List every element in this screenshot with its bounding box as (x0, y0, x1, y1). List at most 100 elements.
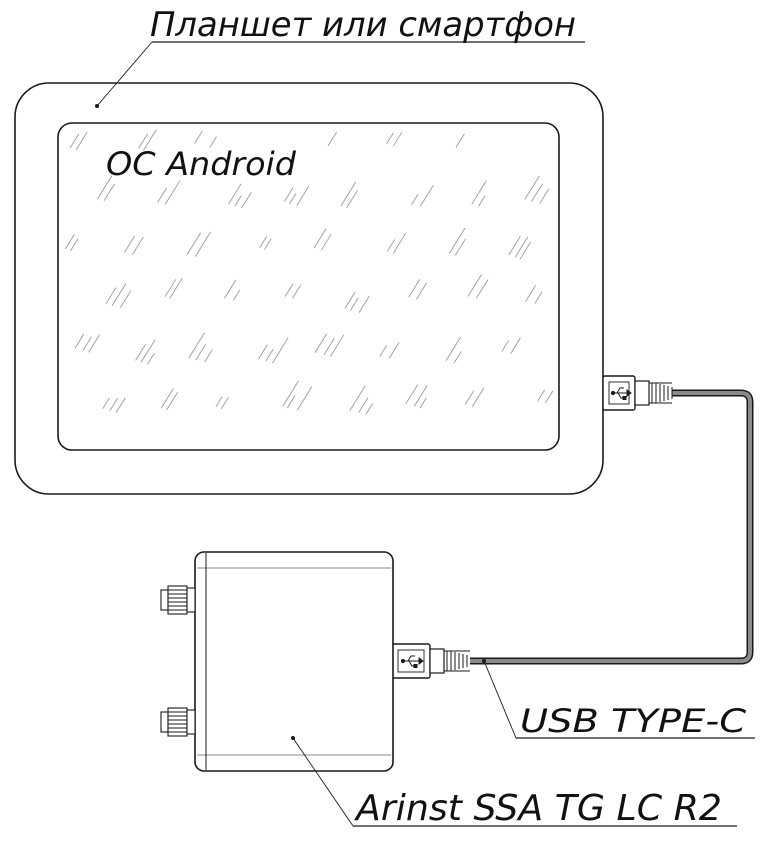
glare-stroke (241, 192, 252, 209)
glare-stroke (471, 180, 487, 205)
glare-stroke (135, 344, 146, 361)
glare-stroke (340, 181, 357, 207)
glare-stroke (164, 279, 177, 297)
glare-stroke (70, 238, 79, 252)
glare-stroke (379, 344, 388, 357)
tablet (14, 82, 604, 495)
glare-stroke (157, 187, 167, 203)
glare-stroke (323, 338, 335, 355)
glare-stroke (233, 289, 241, 301)
glare-stroke (392, 232, 407, 254)
cable-label: USB TYPE-C (520, 702, 747, 740)
glare-stroke (514, 236, 529, 258)
device-label: Планшет или смартфон (150, 5, 576, 45)
usb-icon (400, 655, 424, 668)
glare-stroke (344, 292, 356, 309)
glare-stroke (258, 344, 268, 360)
glare-stroke (147, 352, 155, 365)
glare-stroke (263, 238, 272, 251)
glare-stroke (194, 231, 212, 257)
glare-stroke (531, 183, 543, 202)
usb-connector-tablet (602, 375, 673, 411)
instrument-callout: Arinst SSA TG LC R2 (292, 737, 737, 829)
glare-stroke (166, 391, 179, 411)
rf-connector-upper (160, 585, 196, 615)
glare-stroke (284, 187, 294, 202)
glare-stroke (358, 295, 370, 313)
glare-stroke (455, 133, 465, 148)
glare-stroke (296, 386, 313, 411)
instrument-body (194, 551, 394, 772)
glare-stroke (82, 336, 92, 351)
glare-stroke (164, 180, 181, 205)
glare-stroke (74, 333, 85, 349)
device-callout: Планшет или смартфон (96, 5, 585, 107)
glare-stroke (329, 334, 345, 357)
glare-stroke (313, 228, 327, 249)
glare-stroke (188, 332, 205, 359)
glare-stroke (215, 396, 223, 408)
glare-stroke (349, 385, 366, 411)
glare-stroke (143, 129, 157, 151)
glare-stroke (501, 340, 509, 352)
glare-stroke (453, 351, 462, 364)
strain-relief-ribs-bottom (444, 650, 470, 672)
glare-stroke (186, 232, 202, 255)
glare-stroke (138, 133, 149, 149)
glare-stroke (204, 349, 213, 363)
usb-connector-instrument (391, 643, 470, 679)
glare-stroke (365, 403, 373, 415)
glare-stroke (123, 236, 135, 253)
glare-stroke (284, 283, 294, 297)
glare-stroke (539, 188, 550, 204)
glare-stroke (88, 334, 101, 353)
glare-stroke (525, 285, 536, 302)
glare-stroke (289, 193, 297, 204)
cable-callout: USB TYPE-C (482, 659, 755, 740)
glare-stroke (419, 397, 427, 409)
glare-stroke (386, 132, 394, 145)
glare-stroke (97, 175, 113, 200)
glare-stroke (160, 388, 174, 409)
glare-stroke (195, 344, 206, 361)
glare-stroke (169, 277, 183, 299)
instrument-label: Arinst SSA TG LC R2 (354, 788, 722, 829)
glare-stroke (320, 233, 332, 251)
glare-stroke (194, 130, 203, 144)
glare-stroke (282, 380, 299, 407)
glare-stroke (103, 183, 115, 202)
glare-stroke (445, 336, 461, 362)
strain-relief-ribs-top (649, 382, 673, 404)
glare-stroke (265, 348, 274, 362)
glare-stroke (519, 241, 531, 260)
glare-stroke (419, 184, 434, 207)
usb-icon (610, 387, 632, 400)
glare-stroke (140, 339, 156, 363)
glare-stroke (327, 131, 337, 147)
glare-stroke (349, 297, 359, 311)
glare-stroke (286, 395, 296, 409)
glare-stroke (537, 389, 545, 402)
glare-stroke (475, 279, 489, 299)
glare-stroke (209, 136, 217, 148)
glare-stroke (413, 385, 428, 407)
glare-stroke (534, 291, 543, 304)
glare-stroke (388, 342, 400, 359)
glare-stroke (471, 387, 485, 407)
glare-stroke (111, 283, 127, 307)
glare-stroke (346, 190, 358, 209)
instrument-device (194, 551, 394, 772)
glare-stroke (392, 132, 403, 147)
glare-stroke (405, 384, 419, 405)
glare-stroke (467, 274, 482, 297)
glare-stroke (314, 333, 328, 353)
tablet-screen (57, 122, 560, 451)
glare-stroke (109, 397, 118, 411)
glare-stroke (228, 183, 242, 205)
glare-stroke (464, 390, 475, 405)
glare-stroke (119, 290, 132, 309)
glare-stroke (220, 396, 229, 410)
glare-stroke (387, 239, 396, 252)
glare-stroke (411, 193, 419, 205)
